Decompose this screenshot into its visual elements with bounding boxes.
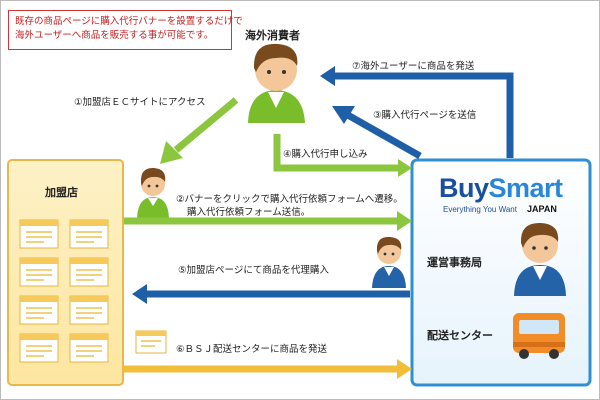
page-icon <box>69 295 109 325</box>
page-icon <box>19 219 59 249</box>
arrow-step4 <box>273 134 402 172</box>
store-box <box>7 159 124 386</box>
banner-page-icon <box>135 330 167 354</box>
arrow-step1 <box>173 97 239 153</box>
step4-label: ④購入代行申し込み <box>283 149 368 160</box>
consumer-person-icon <box>248 43 305 123</box>
delivery-truck-icon <box>513 313 565 359</box>
notice-box: 既存の商品ページに購入代行バナーを設置するだけで 海外ユーザーへ商品を販売する事… <box>8 10 243 50</box>
arrow-step6-head <box>397 359 412 379</box>
store-label: 加盟店 <box>45 186 78 199</box>
store-visitor-person-icon <box>137 167 169 218</box>
step2-label-line2: 購入代行依頼フォーム送信。 <box>187 207 311 218</box>
step5-label: ⑤加盟店ページにて商品を代理購入 <box>178 265 329 276</box>
step2-label-line1: ②バナーをクリックで購入代行依頼フォームへ遷移。 <box>176 194 403 205</box>
arrow-step5-head <box>132 284 147 304</box>
page-icon <box>19 257 59 287</box>
arrow-step3 <box>344 110 422 160</box>
logo-japan: JAPAN <box>527 204 557 214</box>
office-label: 運営事務局 <box>427 256 482 269</box>
notice-line-1: 既存の商品ページに購入代行バナーを設置するだけで <box>15 16 243 27</box>
arrow-step3-head <box>332 106 355 124</box>
page-icon <box>69 219 109 249</box>
store-page-icons <box>19 219 109 363</box>
arrow-step7 <box>333 72 514 158</box>
buysmart-logo: BuySmart <box>439 173 563 203</box>
arrow-step2-head <box>397 211 412 231</box>
arrow-step7-head <box>320 66 335 86</box>
page-icon <box>19 333 59 363</box>
page-icon <box>19 295 59 325</box>
step7-label: ⑦海外ユーザーに商品を発送 <box>352 61 475 72</box>
step3-label: ③購入代行ページを送信 <box>373 110 477 121</box>
logo-buy: Buy <box>439 173 489 203</box>
arrow-step1-head <box>160 141 183 164</box>
logo-tagline: Everything You Want <box>443 205 517 214</box>
page-icon <box>69 333 109 363</box>
step6-label: ⑥ＢＳＪ配送センターに商品を発送 <box>176 344 328 355</box>
delivery-label: 配送センター <box>427 329 493 342</box>
notice-line-2: 海外ユーザーへ商品を販売する事が可能です。 <box>15 30 214 41</box>
step1-label: ①加盟店ＥＣサイトにアクセス <box>74 97 206 108</box>
logo-smart: Smart <box>488 173 564 203</box>
office-staff-person-icon <box>514 222 566 296</box>
consumer-label: 海外消費者 <box>245 29 300 42</box>
arrow-step4-head <box>398 159 412 177</box>
page-icon <box>69 257 109 287</box>
proxy-buyer-person-icon <box>372 236 406 288</box>
